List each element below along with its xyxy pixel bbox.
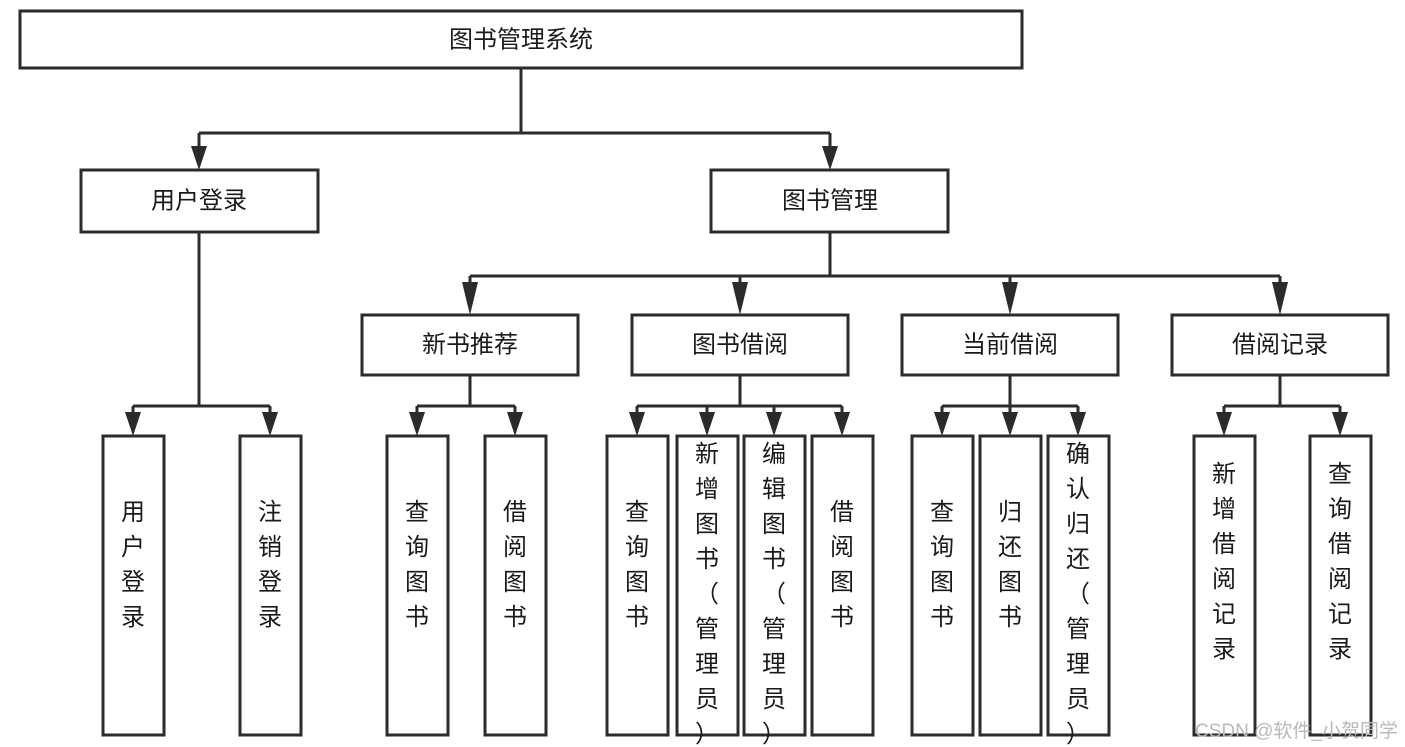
- node-leaf-add-record[interactable]: 新增借阅记录: [1192, 434, 1257, 737]
- arrow-head-leaf-edit-book: [766, 412, 782, 436]
- node-leaf-logout-login-box[interactable]: [238, 434, 303, 737]
- arrow-head-leaf-query-book-3: [934, 412, 950, 436]
- arrow-head-leaf-query-book-1: [409, 412, 425, 436]
- node-new-book-recommend-label: 新书推荐: [422, 331, 518, 358]
- node-book-borrow[interactable]: 图书借阅: [630, 313, 850, 377]
- connector-layer: [125, 68, 1348, 436]
- arrow-head-leaf-user-login: [125, 412, 141, 436]
- arrow-head-book-borrow: [732, 282, 748, 315]
- arrow-head-borrow-record: [1272, 282, 1288, 315]
- node-borrow-record-box[interactable]: [1170, 313, 1390, 377]
- node-leaf-borrow-book-2-box[interactable]: [810, 434, 875, 737]
- node-leaf-query-book-3-label: 查询图书: [930, 499, 954, 631]
- node-leaf-user-login-box[interactable]: [101, 434, 166, 737]
- node-leaf-query-book-1-box[interactable]: [385, 434, 450, 737]
- node-leaf-edit-book[interactable]: 编辑图书（管理员）: [742, 434, 807, 747]
- arrow-head-leaf-borrow-book-2: [834, 412, 850, 436]
- node-leaf-query-record-label: 查询借阅记录: [1328, 461, 1352, 663]
- node-current-borrow-label: 当前借阅: [962, 331, 1058, 358]
- arrow-head-leaf-add-record: [1216, 412, 1232, 436]
- node-leaf-add-record-box[interactable]: [1192, 434, 1257, 737]
- node-leaf-borrow-book-1-label: 借阅图书: [503, 499, 527, 631]
- node-new-book-recommend-box[interactable]: [360, 313, 580, 377]
- arrow-head-current-borrow: [1002, 282, 1018, 315]
- arrow-head-user-login: [191, 146, 207, 170]
- csdn-watermark: CSDN @软件_小贺同学: [1195, 720, 1398, 742]
- node-borrow-record-label: 借阅记录: [1232, 331, 1328, 358]
- node-leaf-user-login[interactable]: 用户登录: [101, 434, 166, 737]
- arrow-head-leaf-logout-login: [262, 412, 278, 436]
- node-leaf-query-book-3[interactable]: 查询图书: [910, 434, 975, 737]
- node-leaf-return-book-box[interactable]: [978, 434, 1043, 737]
- node-leaf-edit-book-label: 编辑图书（管理员）: [762, 441, 786, 747]
- node-leaf-borrow-book-1[interactable]: 借阅图书: [483, 434, 548, 737]
- node-leaf-confirm-return[interactable]: 确认归还（管理员）: [1046, 434, 1111, 747]
- node-book-manage-label: 图书管理: [782, 187, 878, 214]
- node-leaf-query-book-2-label: 查询图书: [625, 499, 649, 631]
- node-user-login[interactable]: 用户登录: [79, 168, 320, 234]
- node-leaf-query-book-1[interactable]: 查询图书: [385, 434, 450, 737]
- node-leaf-confirm-return-box[interactable]: [1046, 434, 1111, 737]
- arrow-head-new-book-recommend: [462, 282, 478, 315]
- node-leaf-edit-book-box[interactable]: [742, 434, 807, 737]
- node-root-box[interactable]: [18, 9, 1024, 70]
- arrow-head-leaf-return-book: [1002, 412, 1018, 436]
- node-leaf-borrow-book-1-box[interactable]: [483, 434, 548, 737]
- node-leaf-borrow-book-2[interactable]: 借阅图书: [810, 434, 875, 737]
- node-leaf-add-record-label: 新增借阅记录: [1212, 461, 1236, 663]
- arrow-head-leaf-borrow-book-1: [507, 412, 523, 436]
- arrow-head-leaf-query-book-2: [629, 412, 645, 436]
- node-leaf-query-record-box[interactable]: [1308, 434, 1373, 737]
- node-user-login-box[interactable]: [79, 168, 320, 234]
- node-book-borrow-box[interactable]: [630, 313, 850, 377]
- node-borrow-record[interactable]: 借阅记录: [1170, 313, 1390, 377]
- node-leaf-add-book-box[interactable]: [675, 434, 740, 737]
- node-current-borrow-box[interactable]: [900, 313, 1120, 377]
- node-leaf-add-book[interactable]: 新增图书（管理员）: [675, 434, 740, 747]
- node-leaf-query-book-3-box[interactable]: [910, 434, 975, 737]
- node-leaf-query-record[interactable]: 查询借阅记录: [1308, 434, 1373, 737]
- node-leaf-query-book-2[interactable]: 查询图书: [605, 434, 670, 737]
- arrow-head-leaf-add-book: [699, 412, 715, 436]
- arrow-head-leaf-confirm-return: [1070, 412, 1086, 436]
- node-leaf-query-book-1-label: 查询图书: [405, 499, 429, 631]
- node-leaf-confirm-return-label: 确认归还（管理员）: [1066, 441, 1090, 747]
- node-leaf-borrow-book-2-label: 借阅图书: [830, 499, 854, 631]
- arrow-head-book-manage: [822, 146, 838, 170]
- node-leaf-logout-login[interactable]: 注销登录: [238, 434, 303, 737]
- node-leaf-query-book-2-box[interactable]: [605, 434, 670, 737]
- node-leaf-logout-login-label: 注销登录: [258, 499, 282, 631]
- node-book-borrow-label: 图书借阅: [692, 331, 788, 358]
- node-root-label: 图书管理系统: [449, 26, 593, 53]
- node-book-manage[interactable]: 图书管理: [709, 168, 950, 234]
- node-leaf-return-book-label: 归还图书: [998, 499, 1022, 631]
- node-leaf-return-book[interactable]: 归还图书: [978, 434, 1043, 737]
- arrow-head-leaf-query-record: [1332, 412, 1348, 436]
- node-current-borrow[interactable]: 当前借阅: [900, 313, 1120, 377]
- node-root[interactable]: 图书管理系统: [18, 9, 1024, 70]
- node-user-login-label: 用户登录: [151, 187, 247, 214]
- node-leaf-add-book-label: 新增图书（管理员）: [695, 441, 719, 747]
- node-book-manage-box[interactable]: [709, 168, 950, 234]
- node-new-book-recommend[interactable]: 新书推荐: [360, 313, 580, 377]
- node-leaf-user-login-label: 用户登录: [121, 499, 145, 631]
